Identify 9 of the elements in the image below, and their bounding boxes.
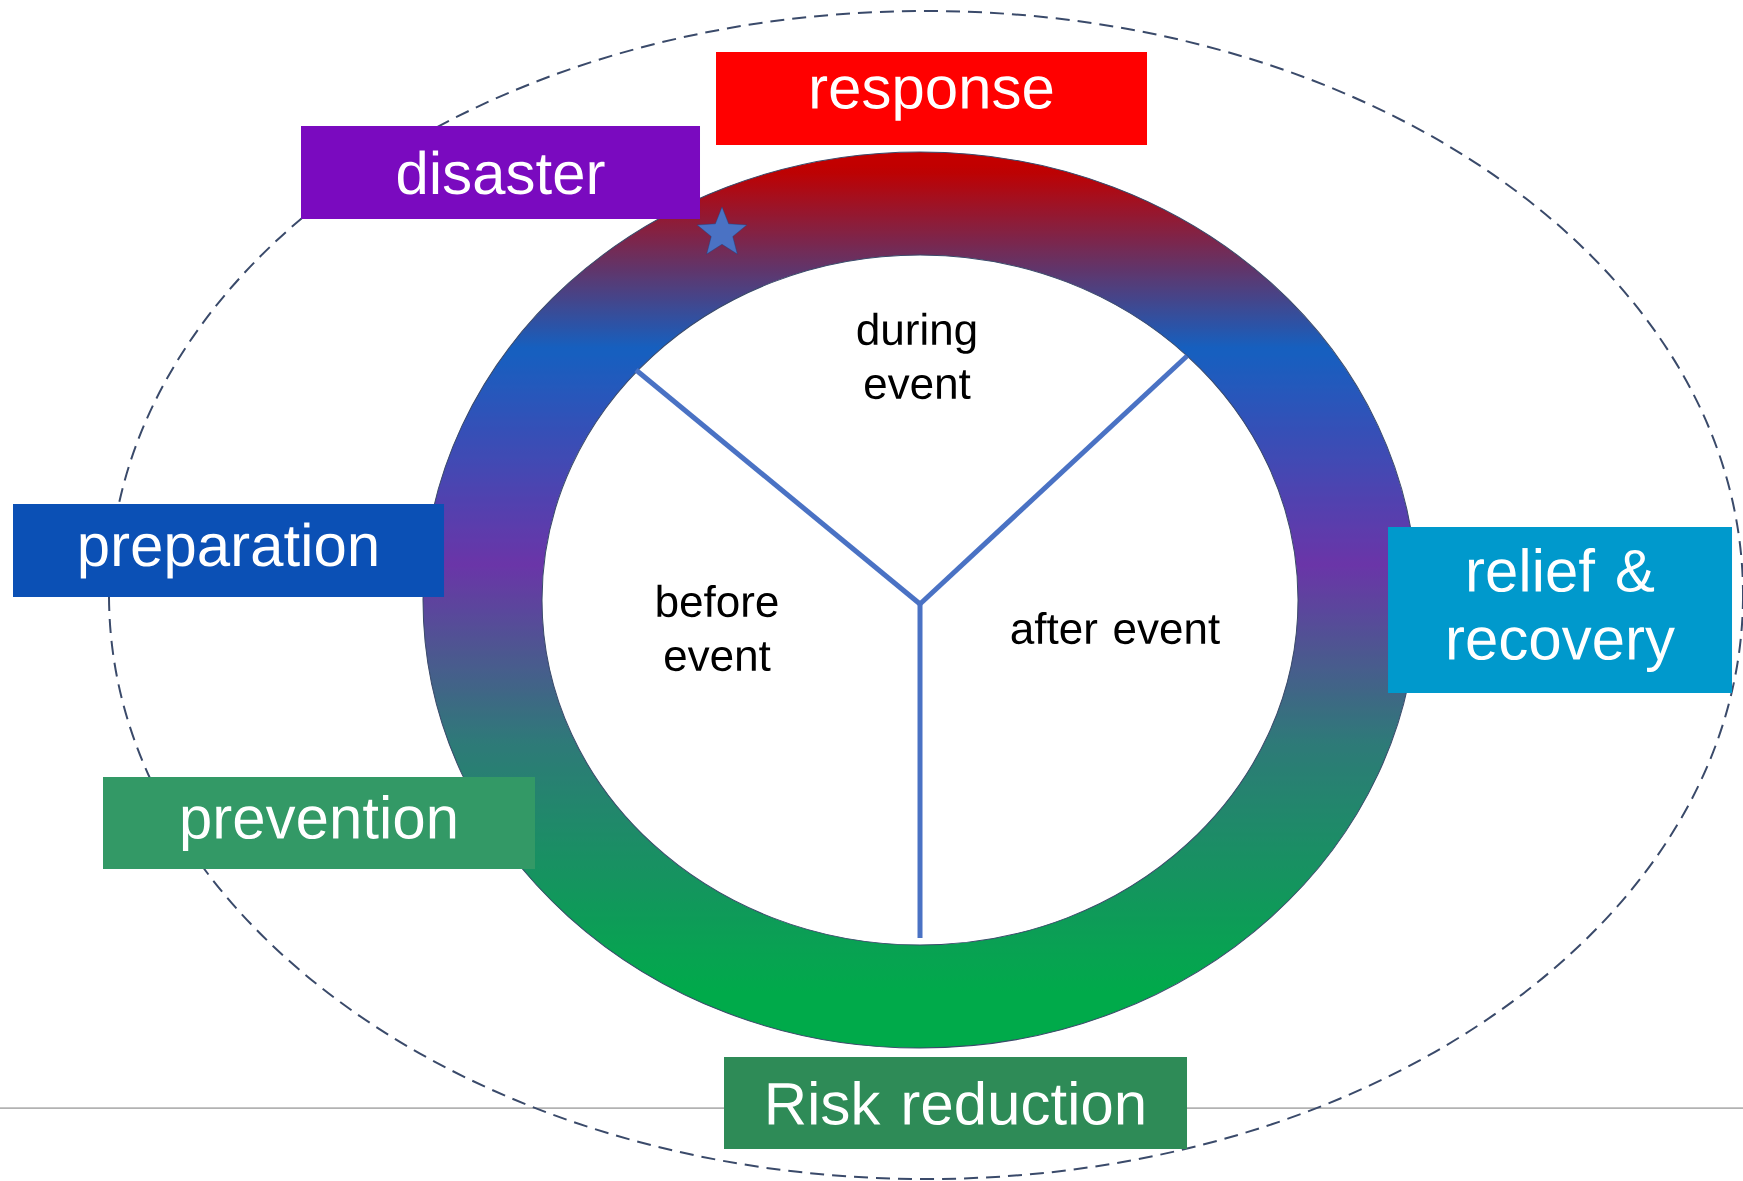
phase-label: during event (857, 312, 976, 400)
label-box: relief & recovery (1388, 527, 1732, 693)
label-box: prevention (103, 777, 535, 869)
phase-label: after event (1011, 611, 1220, 645)
label-box: response (716, 52, 1147, 145)
label-box: preparation (13, 504, 444, 597)
phase-label: before event (657, 584, 778, 672)
label-box: disaster (301, 126, 700, 219)
label-box: Risk reduction (724, 1057, 1187, 1149)
